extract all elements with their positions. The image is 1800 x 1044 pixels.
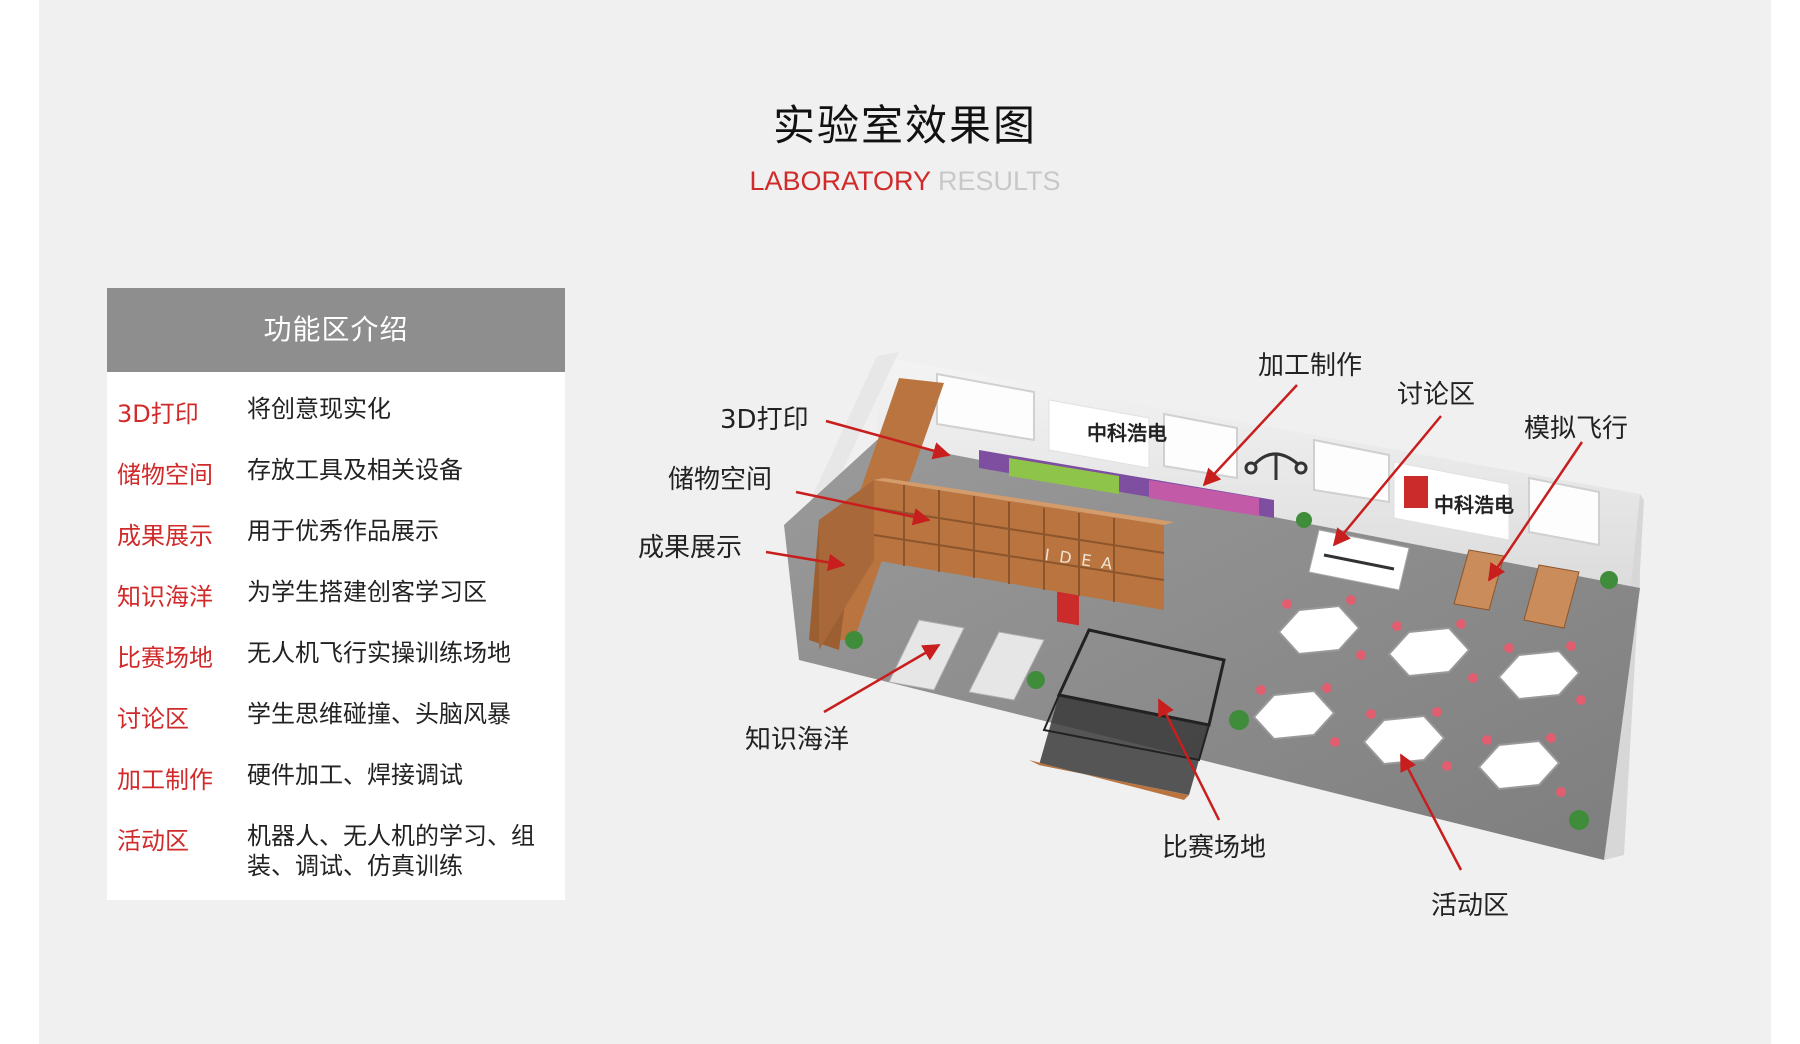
subtitle-gray: RESULTS	[938, 166, 1061, 196]
left-wall	[799, 352, 899, 525]
subtitle-red: LABORATORY	[749, 166, 931, 196]
function-area-panel: 功能区介绍 3D打印 将创意现实化 储物空间 存放工具及相关设备 成果展示 用于…	[107, 288, 565, 900]
callout-competition: 比赛场地	[1162, 833, 1266, 863]
flight-desks	[1453, 549, 1580, 629]
area-name: 加工制作	[117, 766, 213, 794]
drone-icon	[1244, 452, 1308, 480]
area-name: 比赛场地	[117, 644, 213, 672]
area-desc: 无人机飞行实操训练场地	[247, 639, 511, 667]
activity-stools	[1256, 595, 1586, 797]
callout-knowledge: 知识海洋	[745, 725, 849, 755]
activity-tables	[1252, 604, 1581, 791]
callout-processing: 加工制作	[1258, 351, 1362, 381]
plant-icons	[845, 512, 1618, 830]
callout-storage: 储物空间	[668, 465, 772, 495]
page-background: 实验室效果图 LABORATORY RESULTS 功能区介绍 3D打印 将创意…	[39, 0, 1771, 1044]
area-desc: 将创意现实化	[247, 395, 391, 423]
callout-showcase: 成果展示	[638, 533, 742, 563]
competition-cage	[1029, 628, 1226, 800]
area-desc: 存放工具及相关设备	[247, 456, 463, 484]
area-name: 3D打印	[117, 400, 199, 428]
area-desc: 用于优秀作品展示	[247, 517, 439, 545]
page-title: 实验室效果图	[772, 101, 1037, 150]
callout-3d-print: 3D打印	[720, 405, 809, 435]
area-desc: 为学生搭建创客学习区	[247, 578, 487, 606]
lab-illustration: 中科浩电 中科浩电	[638, 351, 1644, 921]
area-name: 成果展示	[117, 522, 213, 550]
callout-arrows	[765, 384, 1584, 871]
area-name: 知识海洋	[117, 583, 213, 611]
callout-discussion: 讨论区	[1397, 380, 1475, 410]
logo-board-right: 中科浩电	[1393, 461, 1514, 541]
callout-flight: 模拟飞行	[1524, 414, 1628, 444]
callout-activity: 活动区	[1431, 891, 1509, 921]
panel-header: 功能区介绍	[107, 288, 565, 372]
page-subtitle: LABORATORY RESULTS	[39, 166, 1771, 197]
area-desc: 硬件加工、焊接调试	[247, 761, 463, 789]
windows	[936, 372, 1600, 547]
area-name: 讨论区	[117, 705, 189, 733]
logo-text: 中科浩电	[1087, 421, 1167, 445]
logo-text: 中科浩电	[1434, 493, 1514, 517]
area-desc: 机器人、无人机的学习、组装、调试、仿真训练	[247, 822, 535, 880]
logo-board-left: 中科浩电	[1048, 399, 1167, 626]
area-name: 储物空间	[117, 461, 213, 489]
area-name: 活动区	[117, 827, 189, 855]
back-storage-bins	[979, 450, 1274, 518]
area-desc: 学生思维碰撞、头脑风暴	[247, 700, 511, 728]
